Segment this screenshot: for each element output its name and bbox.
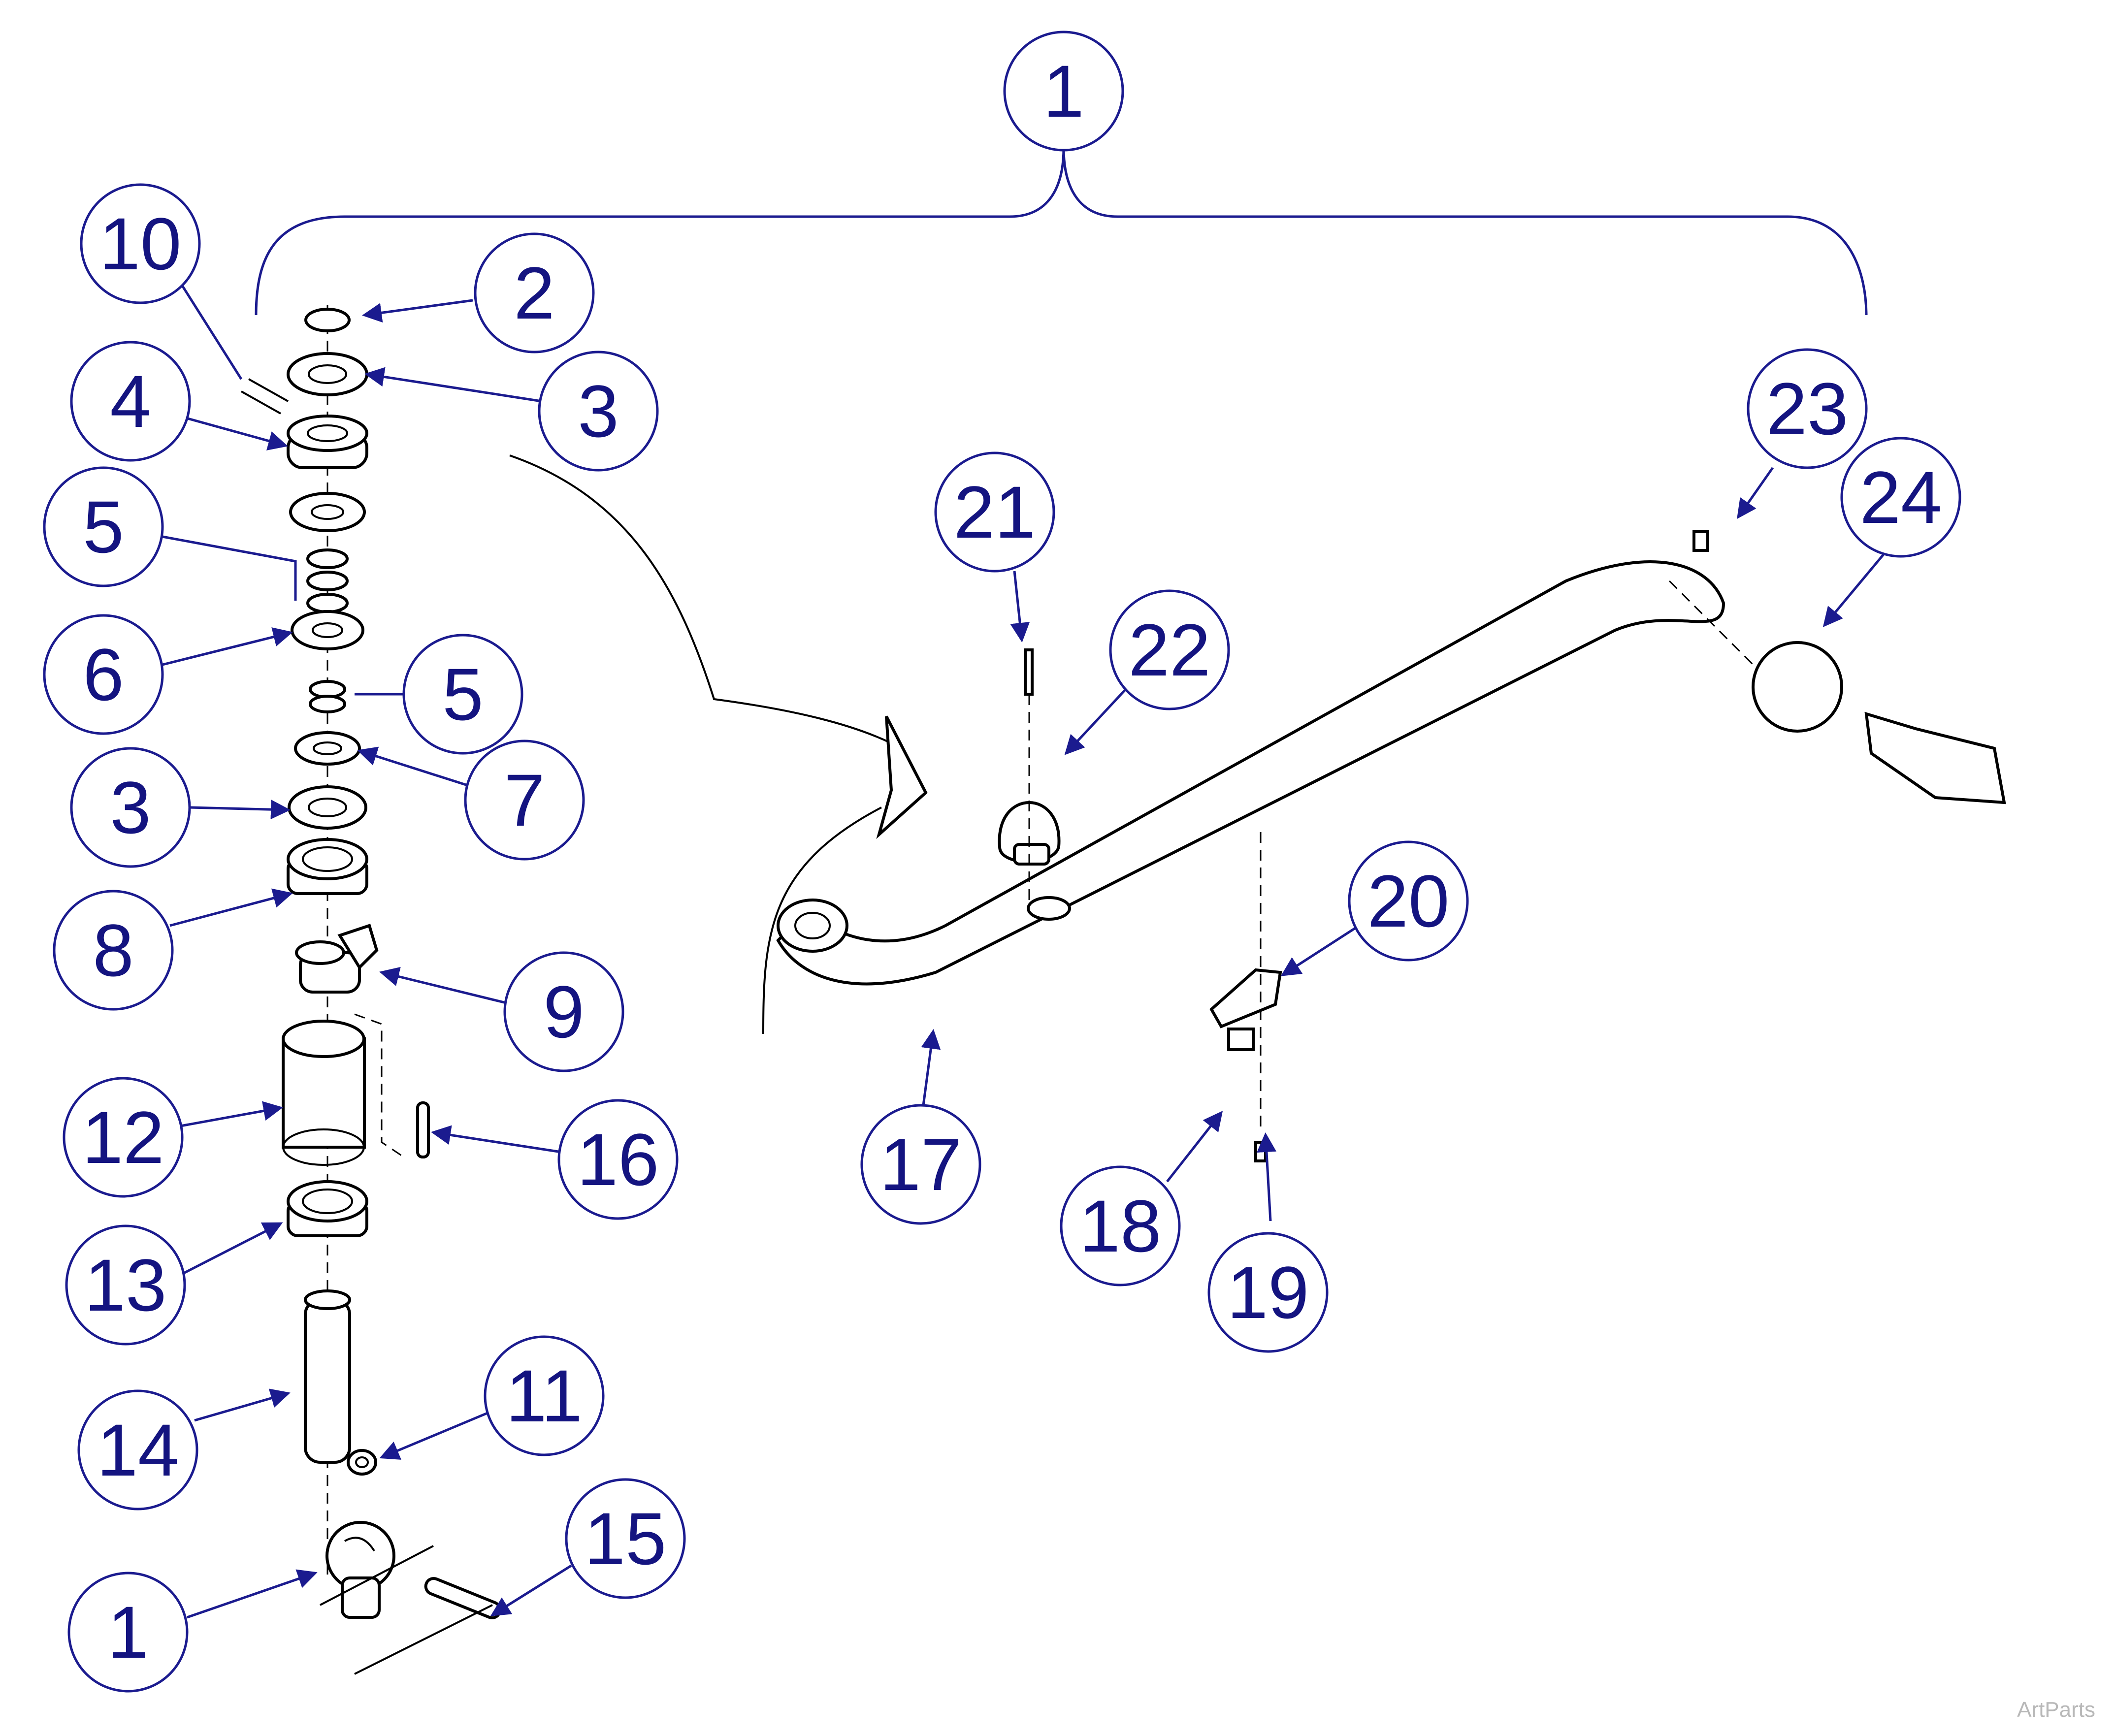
- callout-label: 21: [954, 471, 1036, 553]
- callout-6: 6: [43, 614, 164, 735]
- callout-label: 7: [504, 759, 545, 841]
- callout-10: 10: [80, 183, 201, 304]
- callout-15: 15: [565, 1478, 686, 1599]
- callout-label: 24: [1860, 456, 1942, 539]
- callout-13: 13: [65, 1224, 186, 1346]
- callout-17: 17: [860, 1104, 981, 1225]
- callout-label: 18: [1079, 1185, 1162, 1267]
- arm-assembly-right: [509, 454, 2006, 1162]
- callout-label: 6: [83, 633, 124, 716]
- callout-label: 22: [1129, 609, 1211, 691]
- callout-20: 20: [1348, 840, 1469, 962]
- callout-19: 19: [1207, 1232, 1329, 1353]
- callout-3-upper: 3: [538, 351, 659, 472]
- callout-label: 14: [97, 1409, 179, 1491]
- callout-1-top: 1: [1003, 31, 1124, 152]
- callout-24: 24: [1840, 437, 1961, 558]
- callout-4: 4: [70, 341, 191, 462]
- callout-label: 5: [83, 485, 124, 568]
- callout-label: 11: [506, 1354, 583, 1437]
- callout-3-lower: 3: [70, 747, 191, 868]
- callout-18: 18: [1060, 1165, 1181, 1286]
- callout-label: 15: [585, 1497, 667, 1580]
- callout-9: 9: [503, 951, 624, 1072]
- leader-lines: [162, 285, 1887, 1619]
- callout-5-right: 5: [402, 634, 523, 755]
- callout-label: 2: [514, 252, 554, 334]
- callout-label: 1: [107, 1591, 148, 1673]
- callout-label: 8: [93, 909, 133, 992]
- callout-8: 8: [53, 890, 174, 1011]
- callout-label: 16: [577, 1118, 659, 1201]
- callout-22: 22: [1109, 589, 1230, 710]
- callout-12: 12: [63, 1077, 184, 1198]
- callout-7: 7: [464, 739, 585, 861]
- callout-21: 21: [934, 451, 1055, 573]
- callout-label: 5: [442, 653, 483, 736]
- callout-label: 20: [1367, 860, 1450, 942]
- callout-label: 4: [110, 360, 151, 443]
- callout-label: 3: [578, 370, 618, 452]
- callout-label: 3: [110, 766, 151, 849]
- callout-23: 23: [1747, 348, 1868, 469]
- callout-11: 11: [484, 1335, 605, 1456]
- callout-16: 16: [557, 1099, 679, 1220]
- callout-label: 12: [82, 1096, 164, 1179]
- watermark-text: ArtParts: [2017, 1698, 2095, 1722]
- callout-5-left: 5: [43, 466, 164, 587]
- callout-label: 23: [1766, 367, 1849, 450]
- callout-label: 17: [880, 1123, 962, 1206]
- callout-label: 9: [543, 970, 584, 1053]
- callout-1-bottom: 1: [67, 1572, 189, 1693]
- callout-label: 19: [1227, 1251, 1309, 1334]
- callout-label: 1: [1043, 50, 1084, 132]
- callout-2: 2: [474, 232, 595, 354]
- callout-label: 13: [85, 1244, 167, 1326]
- part-stack-left: [241, 305, 502, 1675]
- callout-label: 10: [99, 202, 182, 285]
- callout-14: 14: [77, 1389, 198, 1511]
